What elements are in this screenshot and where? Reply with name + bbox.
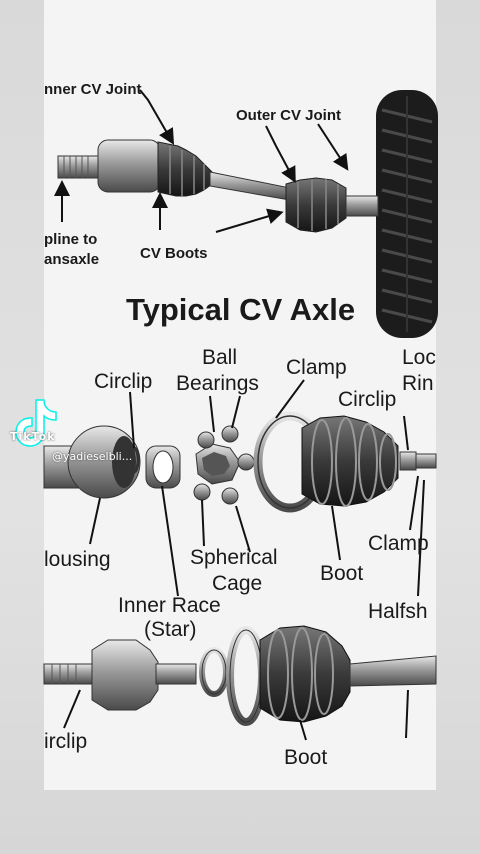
label-transaxle: ansaxle xyxy=(44,251,99,268)
label-star: (Star) xyxy=(144,618,197,641)
label-inner-race: Inner Race xyxy=(118,594,221,617)
label-halfshaft: Halfsh xyxy=(368,600,428,623)
exploded-leaders xyxy=(89,379,425,597)
label-ball: Ball xyxy=(202,346,237,369)
tiktok-logo-icon xyxy=(15,399,57,447)
label-bearings: Bearings xyxy=(176,372,259,395)
label-boot-mid: Boot xyxy=(320,562,363,585)
label-housing: lousing xyxy=(44,548,111,571)
label-cv-boots: CV Boots xyxy=(140,245,208,262)
label-circlip-bottom: irclip xyxy=(44,730,87,753)
bottom-parts xyxy=(43,625,437,726)
tiktok-watermark-brand: TikTok xyxy=(10,430,56,443)
label-clamp-right: Clamp xyxy=(368,532,429,555)
tire xyxy=(376,90,438,338)
label-circlip-right: Circlip xyxy=(338,388,396,411)
label-lock: Loc xyxy=(402,346,436,369)
tiktok-watermark-user: @yadieselbli... xyxy=(52,450,133,463)
label-clamp-top: Clamp xyxy=(286,356,347,379)
label-spherical: Spherical xyxy=(190,546,278,569)
label-inner-cv-joint: nner CV Joint xyxy=(44,81,142,98)
exploded-parts xyxy=(43,411,437,513)
diagram-title: Typical CV Axle xyxy=(126,292,355,327)
label-cage: Cage xyxy=(212,572,262,595)
bottom-leaders xyxy=(63,689,409,741)
label-circlip-left: Circlip xyxy=(94,370,152,393)
top-arrows xyxy=(54,89,349,233)
label-ring: Rin xyxy=(402,372,434,395)
label-spline: pline to xyxy=(44,231,97,248)
label-boot-bottom: Boot xyxy=(284,746,327,769)
label-outer-cv-joint: Outer CV Joint xyxy=(236,107,341,124)
assembled-axle xyxy=(57,139,379,233)
